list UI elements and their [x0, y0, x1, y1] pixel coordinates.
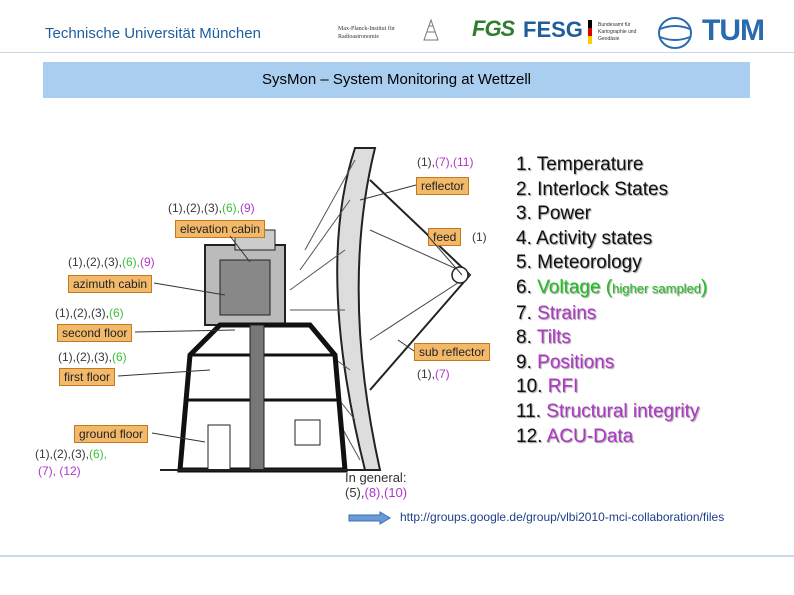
refs-ground-floor-2: (7), (12)	[38, 464, 81, 478]
mpi-emblem-icon	[423, 18, 439, 41]
header-divider	[0, 52, 794, 53]
university-name: Technische Universität München	[45, 25, 261, 42]
list-item: 4. Activity states	[516, 227, 653, 249]
refs-reflector: (1),(7),(11)	[417, 155, 474, 169]
label-sub-reflector: sub reflector	[414, 343, 491, 361]
label-reflector: reflector	[416, 177, 470, 195]
label-ground-floor: ground floor	[74, 425, 149, 443]
refs-second-floor: (1),(2),(3),(6)	[55, 306, 124, 320]
refs-azimuth-cabin: (1),(2),(3),(6),(9)	[68, 255, 155, 269]
in-general-label: In general:	[345, 470, 407, 485]
tum-logo: TUM	[702, 14, 765, 47]
list-item: 6. Voltage (higher sampled)	[516, 276, 708, 298]
refs-sub-reflector: (1),(7)	[417, 367, 450, 381]
refs-ground-floor: (1),(2),(3),(6),	[35, 447, 107, 461]
list-item: 12. ACU-Data	[516, 425, 634, 447]
footer-divider	[0, 555, 794, 557]
refs-first-floor: (1),(2),(3),(6)	[58, 350, 127, 364]
telescope-drawing	[160, 147, 472, 473]
label-elevation-cabin: elevation cabin	[175, 220, 266, 238]
label-second-floor: second floor	[57, 324, 133, 342]
list-item: 3. Power	[516, 203, 591, 225]
list-item: 10. RFI	[516, 376, 579, 398]
in-general-note: In general: (5),(8),(10)	[345, 470, 407, 500]
list-item: 11. Structural integrity	[516, 400, 700, 422]
bkg-logo: Bundesamt für Kartographie und Geodäsie	[598, 22, 637, 42]
fgs-logo: FGS	[472, 16, 515, 41]
title-bar	[43, 62, 750, 98]
refs-elevation-cabin: (1),(2),(3),(6),(9)	[168, 201, 255, 215]
collaboration-link[interactable]: http://groups.google.de/group/vlbi2010-m…	[400, 510, 725, 524]
in-general-refs: (5),(8),(10)	[345, 485, 408, 500]
label-first-floor: first floor	[59, 368, 116, 386]
label-azimuth-cabin: azimuth cabin	[68, 275, 153, 293]
refs-feed: (1)	[472, 230, 487, 244]
list-item: 7. Strains	[516, 302, 597, 324]
mpi-logo: Max-Planck-Institut für Radioastronomie	[338, 26, 395, 40]
fesg-logo: FESG	[523, 17, 583, 42]
globe-logo-icon	[658, 17, 692, 49]
german-flag-icon	[588, 20, 592, 44]
slide-title: SysMon – System Monitoring at Wettzell	[262, 71, 531, 88]
list-item: 8. Tilts	[516, 327, 571, 349]
list-item: 2. Interlock States	[516, 178, 669, 200]
monitoring-list: 1. Temperature 2. Interlock States 3. Po…	[516, 153, 707, 449]
arrow-right-icon	[348, 511, 391, 525]
list-item: 1. Temperature	[516, 154, 644, 175]
label-feed: feed	[428, 228, 462, 246]
list-item: 5. Meteorology	[516, 252, 642, 274]
list-item: 9. Positions	[516, 351, 615, 373]
